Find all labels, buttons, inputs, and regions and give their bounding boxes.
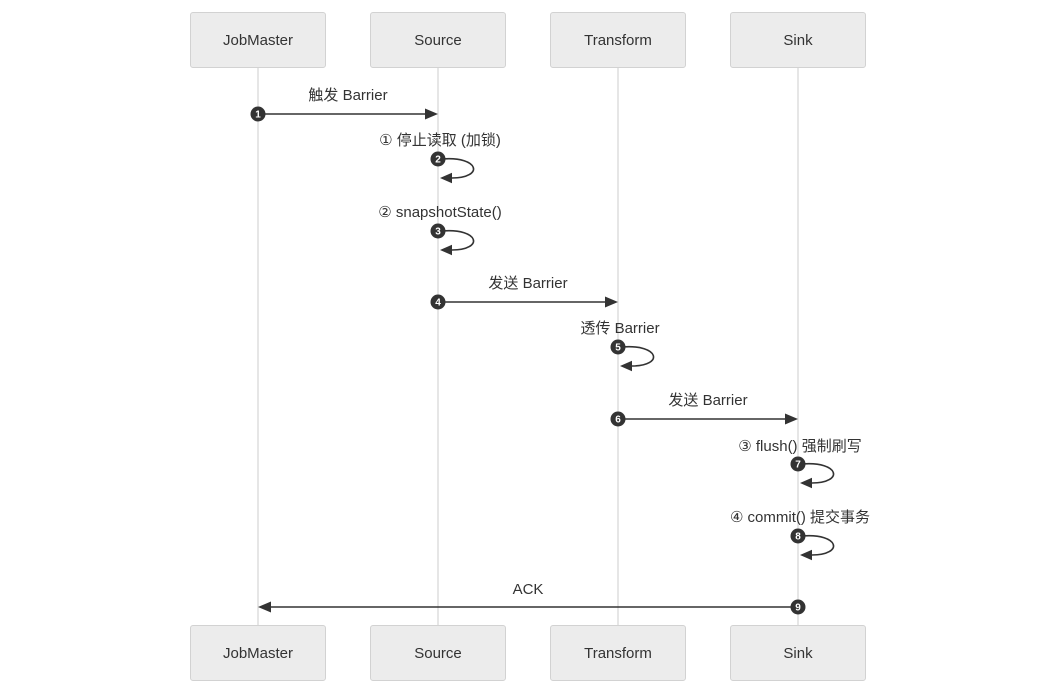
arrowhead-icon [425, 108, 438, 120]
seq-badge [250, 106, 266, 122]
arrowhead-icon [440, 172, 452, 184]
message-label-7: ③ flush() 强制刷写 [738, 438, 862, 455]
message-selfloop-8: 8 [790, 528, 835, 561]
seq-number: 6 [615, 415, 621, 426]
message-arrow-4: 4 [430, 294, 618, 310]
actor-bottom-source: Source [370, 625, 506, 681]
message-label-8: ④ commit() 提交事务 [729, 509, 871, 526]
message-label-4: 发送 Barrier [488, 275, 568, 292]
seq-badge [790, 456, 806, 472]
actor-top-transform: Transform [550, 12, 686, 68]
seq-number: 5 [615, 343, 621, 354]
arrowhead-icon [440, 244, 452, 256]
message-label-9: ACK [512, 581, 544, 598]
seq-number: 3 [435, 227, 441, 238]
arrowhead-icon [605, 296, 618, 308]
message-loop [621, 346, 655, 367]
seq-badge [790, 528, 806, 544]
message-label-5: 透传 Barrier [580, 320, 660, 337]
seq-badge [430, 151, 446, 167]
seq-number: 2 [435, 155, 441, 166]
actor-top-source: Source [370, 12, 506, 68]
seq-badge [430, 294, 446, 310]
seq-badge [430, 223, 446, 239]
message-label-3: ② snapshotState() [378, 204, 502, 221]
message-selfloop-5: 5 [610, 339, 655, 372]
arrowhead-icon [800, 549, 812, 561]
message-loop [801, 463, 835, 484]
seq-badge [790, 599, 806, 615]
message-loop [441, 230, 475, 251]
arrowhead-icon [620, 360, 632, 372]
message-label-2: ① 停止读取 (加锁) [379, 132, 501, 149]
actor-top-sink: Sink [730, 12, 866, 68]
seq-number: 4 [435, 298, 441, 309]
arrowhead-icon [258, 601, 271, 613]
actor-bottom-sink: Sink [730, 625, 866, 681]
arrowhead-icon [785, 413, 798, 425]
message-label-6: 发送 Barrier [668, 392, 748, 409]
message-arrow-9: 9 [258, 599, 806, 615]
seq-number: 1 [255, 110, 261, 121]
message-loop [801, 535, 835, 556]
arrowhead-icon [800, 477, 812, 489]
seq-badge [610, 339, 626, 355]
message-selfloop-3: 3 [430, 223, 475, 256]
actor-top-jobmaster: JobMaster [190, 12, 326, 68]
seq-number: 9 [795, 603, 801, 614]
seq-number: 7 [795, 460, 801, 471]
actor-bottom-jobmaster: JobMaster [190, 625, 326, 681]
seq-badge [610, 411, 626, 427]
message-loop [441, 158, 475, 179]
message-arrow-1: 1 [250, 106, 438, 122]
seq-number: 8 [795, 532, 801, 543]
message-selfloop-7: 7 [790, 456, 835, 489]
message-selfloop-2: 2 [430, 151, 475, 184]
actor-bottom-transform: Transform [550, 625, 686, 681]
message-arrow-6: 6 [610, 411, 798, 427]
message-label-1: 触发 Barrier [308, 87, 388, 104]
